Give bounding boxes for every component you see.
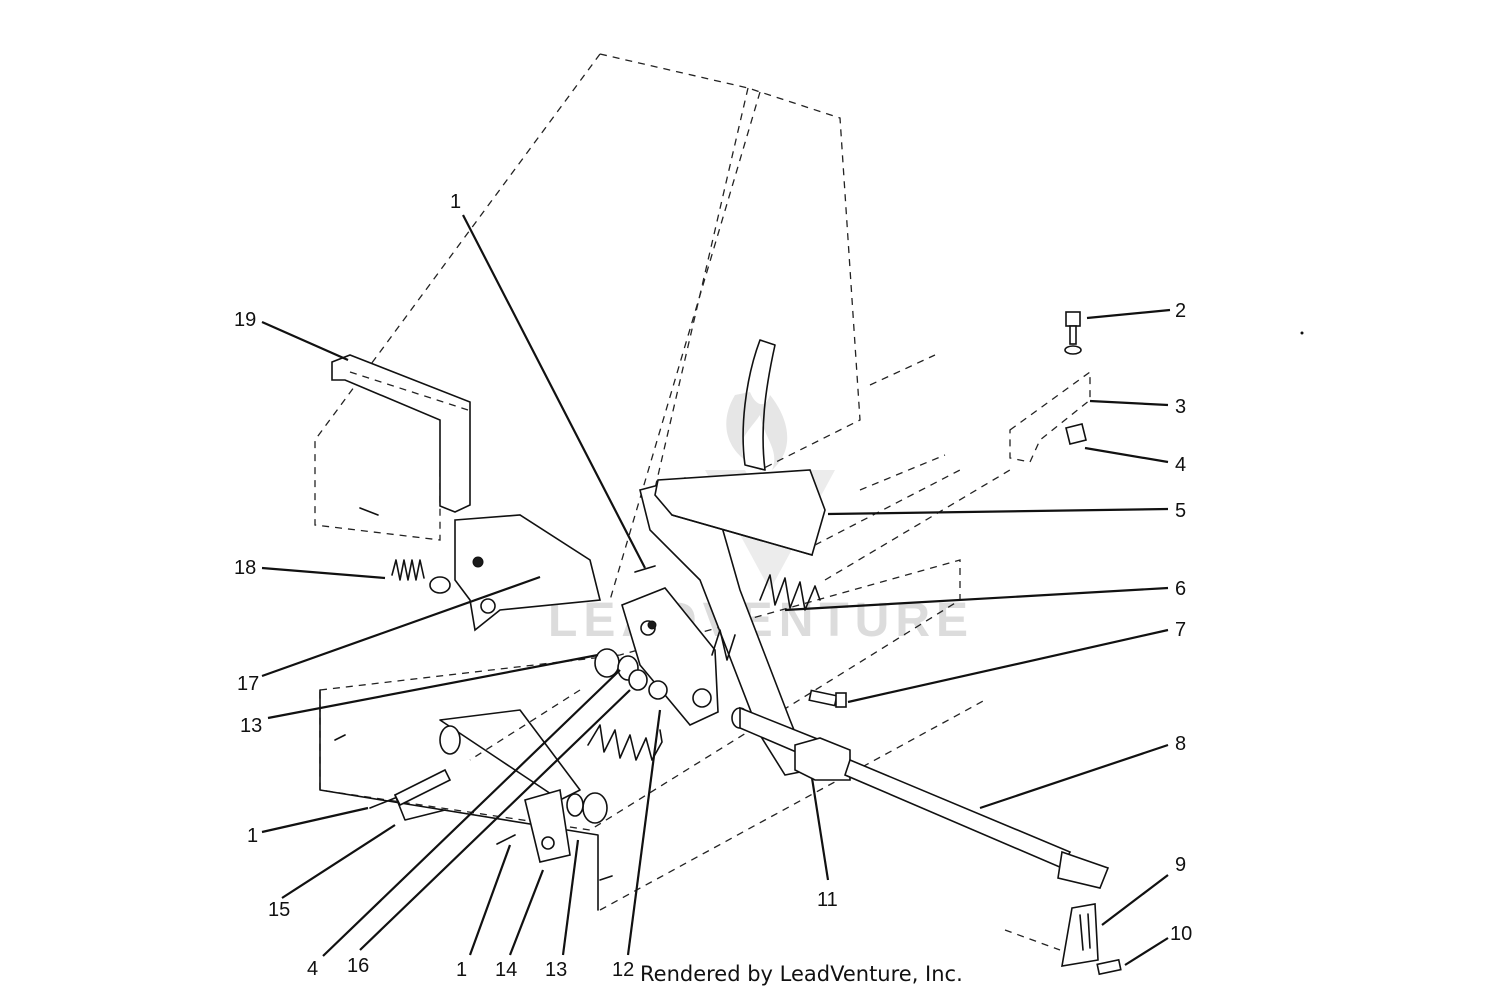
callout-1: 1 <box>247 825 258 847</box>
callout-6: 6 <box>1175 578 1186 600</box>
spring-18 <box>359 507 451 594</box>
pedal-arm <box>639 339 826 776</box>
credit-text: Rendered by LeadVenture, Inc. <box>640 962 963 986</box>
leader-lines <box>261 214 1171 966</box>
pivot-plate-12 <box>621 587 719 726</box>
callout-18: 18 <box>234 557 256 579</box>
callout-14: 14 <box>495 959 517 981</box>
callout-17: 17 <box>237 673 259 695</box>
linkage-dashes <box>814 454 1011 581</box>
callout-5: 5 <box>1175 500 1186 522</box>
callout-15: 15 <box>268 899 290 921</box>
callout-10: 10 <box>1170 923 1192 945</box>
rear-panel <box>314 53 936 601</box>
callout-7: 7 <box>1175 619 1186 641</box>
link-14 <box>524 788 608 863</box>
callout-13: 13 <box>545 959 567 981</box>
callout-3: 3 <box>1175 396 1186 418</box>
callout-11: 11 <box>817 889 838 911</box>
rod-8 <box>731 706 1110 889</box>
rod-15 <box>393 709 581 821</box>
bracket-19 <box>331 354 471 513</box>
callout-12: 12 <box>612 959 634 981</box>
callout-9: 9 <box>1175 854 1186 876</box>
callout-labels: 1 19 18 17 13 1 15 4 16 1 14 13 12 11 2 … <box>234 191 1192 981</box>
shaft-assembly <box>469 648 648 761</box>
callout-4: 4 <box>1175 454 1186 476</box>
callout-1: 1 <box>456 959 467 981</box>
mounting-bracket-17 <box>454 514 602 632</box>
bolt-7 <box>808 689 847 708</box>
clip-9 <box>1004 903 1122 976</box>
callout-16: 16 <box>347 955 369 977</box>
spring-6-lower <box>587 724 663 761</box>
callout-2: 2 <box>1175 300 1186 322</box>
callout-19: 19 <box>234 309 256 331</box>
callout-1: 1 <box>450 191 461 213</box>
callout-4: 4 <box>307 958 318 980</box>
spring-6-upper <box>711 574 821 661</box>
callout-8: 8 <box>1175 733 1186 755</box>
bracket-3 <box>1009 311 1091 463</box>
pins-1 <box>369 565 656 845</box>
callout-13: 13 <box>240 715 262 737</box>
